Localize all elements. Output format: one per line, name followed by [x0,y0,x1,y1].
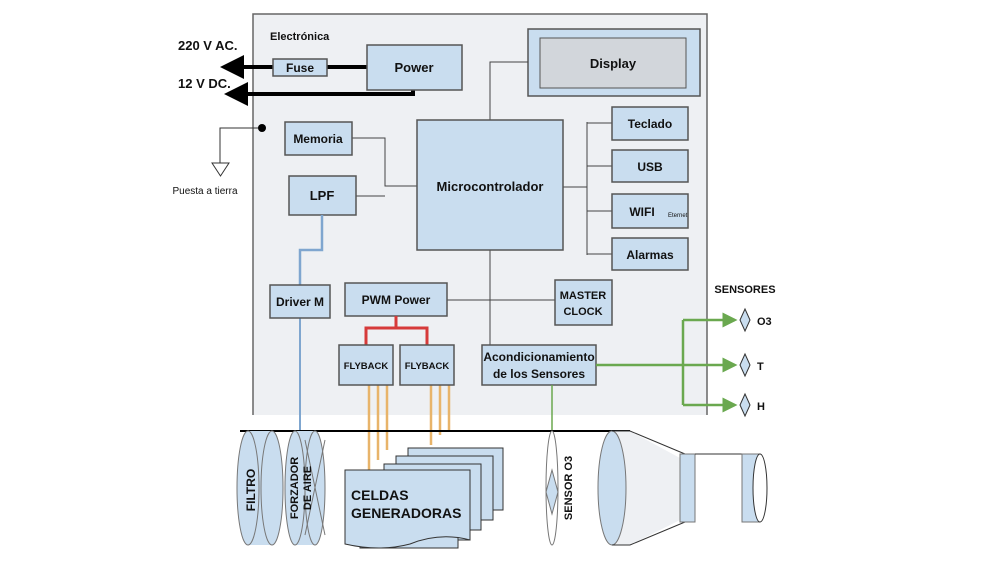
panel-title: Electrónica [270,31,330,43]
power-block [366,44,463,91]
teclado-label: Teclado [628,117,672,131]
microcontroller-block [416,119,564,251]
flyback-label-2: FLYBACK [405,361,450,372]
forzador-label-1: FORZADOR [289,457,301,519]
master-clock-block [554,279,613,326]
sensor-o3-label: O3 [757,316,772,328]
outlet-cone [597,430,768,546]
flyback-block-1 [338,344,394,386]
ground-terminal [258,124,266,132]
acondicionamiento-label-2: de los Sensores [493,367,585,381]
usb-label: USB [637,160,663,174]
forzador-label-2: DE AIRE [302,466,314,510]
filtro-label: FILTRO [244,469,258,511]
display-screen [539,37,687,89]
ground-label: Puesta a tierra [172,186,237,197]
sensor-t-label: T [757,361,764,373]
sensor-h-icon [739,392,751,418]
alarmas-block [611,237,689,271]
memoria-label: Memoria [293,132,343,146]
celdas-label-2: GENERADORAS [351,505,461,521]
usb-block [611,149,689,183]
display-label: Display [590,56,637,71]
flyback-block-2 [399,344,455,386]
wifi-label: WIFI [629,205,654,219]
alarmas-label: Alarmas [626,248,674,262]
pwm-drive-line-2 [396,326,429,345]
sensor-o3-disc [545,430,559,546]
sensors-title: SENSORES [714,284,775,296]
sensor-o3-icon [739,307,751,333]
pwm-drive-line [364,316,398,345]
dc-arrow [224,82,415,106]
forzador-aire-cylinder [284,430,326,546]
fuse-label: Fuse [286,61,314,75]
motor-control-line [298,215,324,285]
dc-label: 12 V DC. [178,76,231,91]
ethernet-label: Eternet [668,213,688,219]
fuse-block [272,58,328,77]
sensor-lines [596,312,738,413]
wifi-block [611,193,689,229]
sensor-o3-duct-label: SENSOR O3 [563,456,575,520]
acondicionamiento-label-1: Acondicionamiento [483,350,594,364]
celdas-label-1: CELDAS [351,487,409,503]
pwm-power-label: PWM Power [362,293,431,307]
ground-wire [219,127,258,163]
celdas-generadoras [344,447,504,549]
sensor-t-icon [739,352,751,378]
ground-icon [211,162,230,177]
microcontroller-label: Microcontrolador [437,179,544,194]
lpf-label: LPF [310,188,335,203]
high-voltage-lines [367,385,451,470]
master-clock-label-1: MASTER [560,290,607,302]
signal-wires [352,61,612,345]
driver-m-block [269,284,331,319]
acondicionamiento-block [481,344,597,386]
sensor-h-label: H [757,401,765,413]
teclado-block [611,106,689,141]
driver-m-label: Driver M [276,295,324,309]
memoria-block [284,121,353,156]
flyback-label-1: FLYBACK [344,361,389,372]
lpf-block [288,175,357,216]
master-clock-label-2: CLOCK [563,306,602,318]
pwm-power-block [344,282,448,317]
power-label: Power [394,60,433,75]
filtro-cylinder [236,430,284,546]
ac-label: 220 V AC. [178,38,238,53]
